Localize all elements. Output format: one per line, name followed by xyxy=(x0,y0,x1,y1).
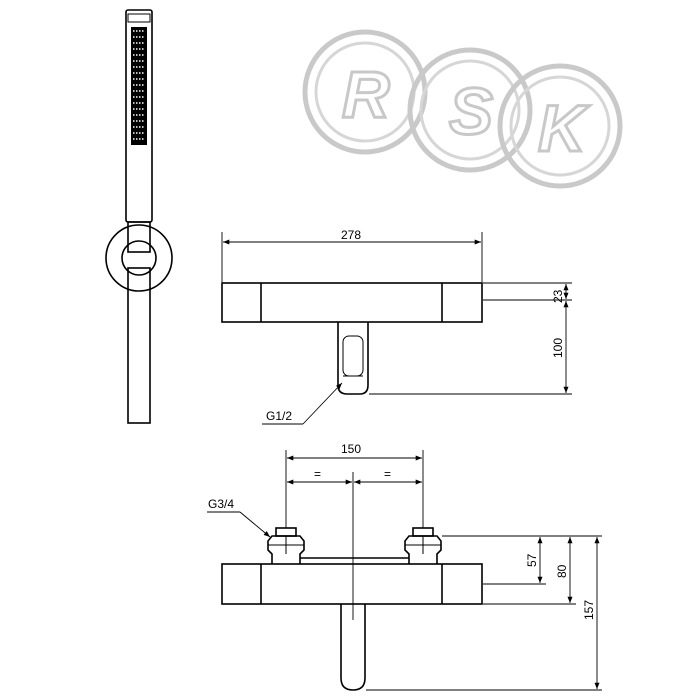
mixer-body-top xyxy=(221,282,483,323)
dim-57-label: 57 xyxy=(525,553,539,567)
left-connector xyxy=(267,527,305,564)
wall-holder-inner xyxy=(121,240,157,276)
spout-outlet xyxy=(342,335,364,377)
logo-letter-k: K xyxy=(538,91,590,165)
mixer-front-view: 150 = = G3/4 57 80 157 xyxy=(207,442,602,691)
g34-label: G3/4 xyxy=(208,497,234,511)
hand-shower-cap xyxy=(127,13,151,23)
mixer-top-view: 278 23 100 G1/2 xyxy=(221,228,572,425)
logo-ring-s xyxy=(407,47,533,173)
hand-shower-view xyxy=(105,9,173,424)
hand-shower-handle-top xyxy=(127,221,151,253)
dim-100-label: 100 xyxy=(551,338,565,358)
nozzle-grid xyxy=(133,30,145,140)
g12-label: G1/2 xyxy=(266,409,292,423)
logo-letter-s: S xyxy=(449,74,493,148)
left-inlet xyxy=(275,527,297,537)
mixer-body-front xyxy=(221,563,483,605)
logo-letter-r: R xyxy=(342,57,390,131)
logo-ring-k-inner xyxy=(509,75,611,177)
g12-leader xyxy=(302,382,343,425)
dim-80-label: 80 xyxy=(555,564,569,578)
right-connector xyxy=(404,527,442,564)
dim-equal-right-label: = xyxy=(384,467,391,481)
right-inlet xyxy=(412,527,434,537)
rsk-logo: R S K xyxy=(302,29,623,189)
dim-equal-left-label: = xyxy=(314,467,321,481)
dim-157-label: 157 xyxy=(582,600,596,620)
logo-ring-k xyxy=(497,63,623,189)
dim-278-label: 278 xyxy=(341,228,361,242)
dim-150-label: 150 xyxy=(341,442,361,456)
g34-leader xyxy=(239,511,271,538)
spout-front xyxy=(340,604,366,691)
wall-holder-outer xyxy=(105,224,173,292)
dim-23-label: 23 xyxy=(551,289,565,303)
logo-ring-s-inner xyxy=(419,59,521,161)
